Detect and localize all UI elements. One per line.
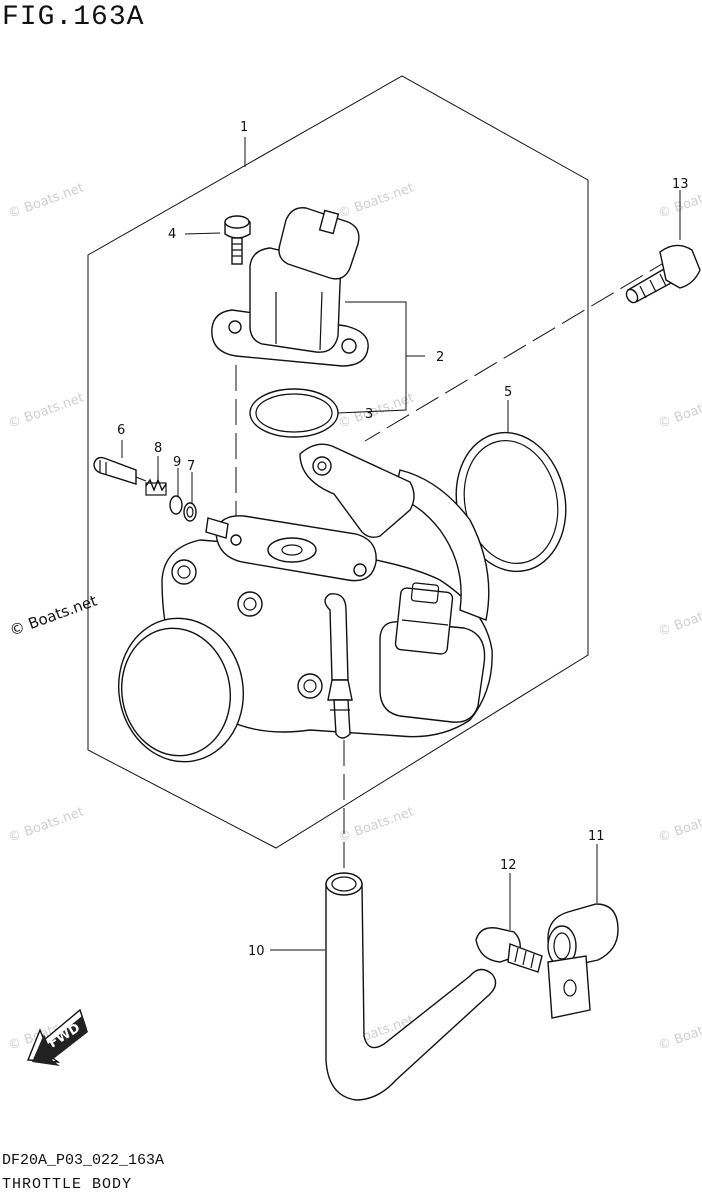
watermark-text: © Boats.net	[6, 805, 86, 846]
o-ring-part-3	[249, 388, 339, 438]
clamp-part-11	[547, 903, 619, 1019]
sensor-part-2	[211, 207, 369, 367]
spring-part-8	[145, 478, 167, 496]
figure-title: FIG.163A	[2, 2, 145, 33]
watermark-text: © Boats.net	[656, 805, 702, 846]
watermark-text: © Boats.net	[6, 391, 86, 432]
callout-2: 2	[436, 350, 444, 365]
watermark-text: © Boats.net	[336, 181, 416, 222]
callout-5: 5	[504, 385, 512, 400]
throttle-body-part-1	[117, 443, 493, 763]
watermark-text: © Boats.net	[336, 805, 416, 846]
screw-part-4	[224, 215, 251, 265]
watermark-text: © Boats.net	[6, 181, 86, 222]
callouts: 1 2 3 4 5 6 7 8 9 10 11 12 13	[117, 120, 689, 959]
callout-12: 12	[500, 858, 517, 873]
bolt-part-13	[625, 244, 701, 304]
watermark-text: © Boats.net	[656, 1013, 702, 1054]
screw-part-6	[93, 456, 147, 485]
callout-11: 11	[588, 829, 605, 844]
hose-part-10	[325, 872, 497, 1101]
callout-8: 8	[154, 441, 162, 456]
leader-lines	[121, 137, 681, 951]
washer-part-7	[183, 502, 197, 522]
callout-1: 1	[240, 120, 248, 135]
watermark-text: © Boats.net	[656, 599, 702, 640]
callout-7: 7	[187, 459, 195, 474]
watermark-text: © Boats.net	[7, 592, 99, 640]
callout-13: 13	[672, 177, 689, 192]
callout-3: 3	[365, 407, 373, 422]
assembly-frame	[87, 75, 589, 849]
watermark-text: © Boats.net	[656, 391, 702, 432]
fwd-arrow: FWD	[26, 1008, 88, 1066]
figure-name: THROTTLE BODY	[2, 1176, 133, 1193]
bolt-part-12	[475, 927, 543, 973]
callout-9: 9	[173, 455, 181, 470]
figure-code: DF20A_P03_022_163A	[2, 1152, 165, 1169]
callout-6: 6	[117, 423, 125, 438]
callout-10: 10	[248, 944, 265, 959]
washer-part-9	[169, 495, 183, 515]
callout-4: 4	[168, 227, 176, 242]
